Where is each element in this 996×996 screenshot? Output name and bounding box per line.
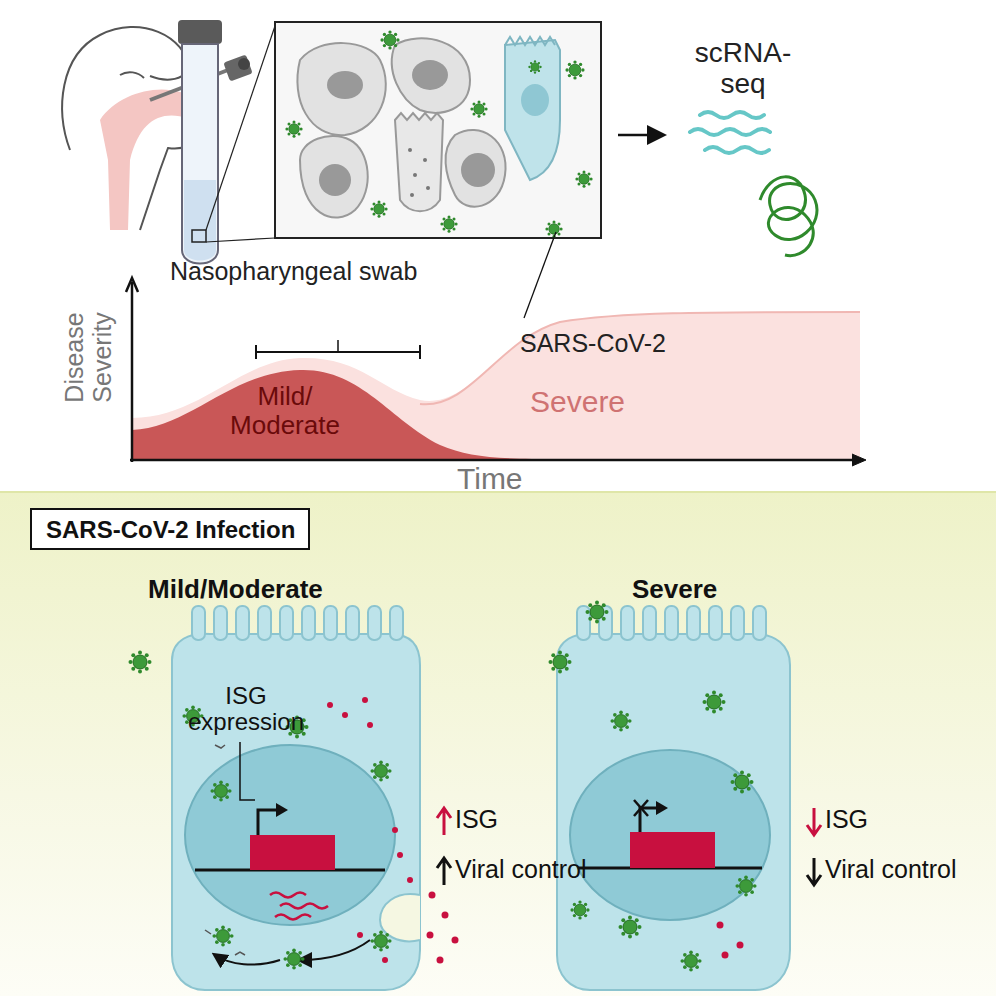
- panel-ground: [0, 492, 996, 996]
- infected-cell-severe: [549, 601, 791, 991]
- patient-head: [62, 27, 252, 230]
- infected-cell-mild: [129, 606, 459, 990]
- text-label: Viral control: [825, 856, 957, 884]
- text-label: ISG: [455, 806, 498, 834]
- severity-chart: [126, 232, 866, 466]
- heading-text: SARS-CoV-2 Infection: [46, 516, 294, 544]
- text-label: Severe: [632, 575, 717, 604]
- text-label: ISG expression: [186, 683, 306, 736]
- text-label: Viral control: [455, 856, 587, 884]
- sample-tube: [178, 20, 275, 264]
- text-label: Disease Severity: [61, 308, 116, 408]
- text-label: Severe: [530, 385, 625, 418]
- heading-box: SARS-CoV-2 Infection: [30, 508, 310, 550]
- flow-arrow: [618, 134, 662, 137]
- rna-reads: [690, 112, 770, 153]
- text-label: Nasopharyngeal swab: [170, 258, 417, 286]
- text-label: Mild/Moderate: [148, 575, 323, 604]
- text-label: ISG: [825, 806, 868, 834]
- text-label: SARS-CoV-2: [520, 330, 666, 358]
- text-label: Time: [457, 462, 523, 495]
- viral-rna: [760, 177, 817, 256]
- text-label: Mild/ Moderate: [225, 382, 345, 439]
- cell-inset: [275, 22, 601, 238]
- text-label: scRNA-seq: [688, 38, 798, 100]
